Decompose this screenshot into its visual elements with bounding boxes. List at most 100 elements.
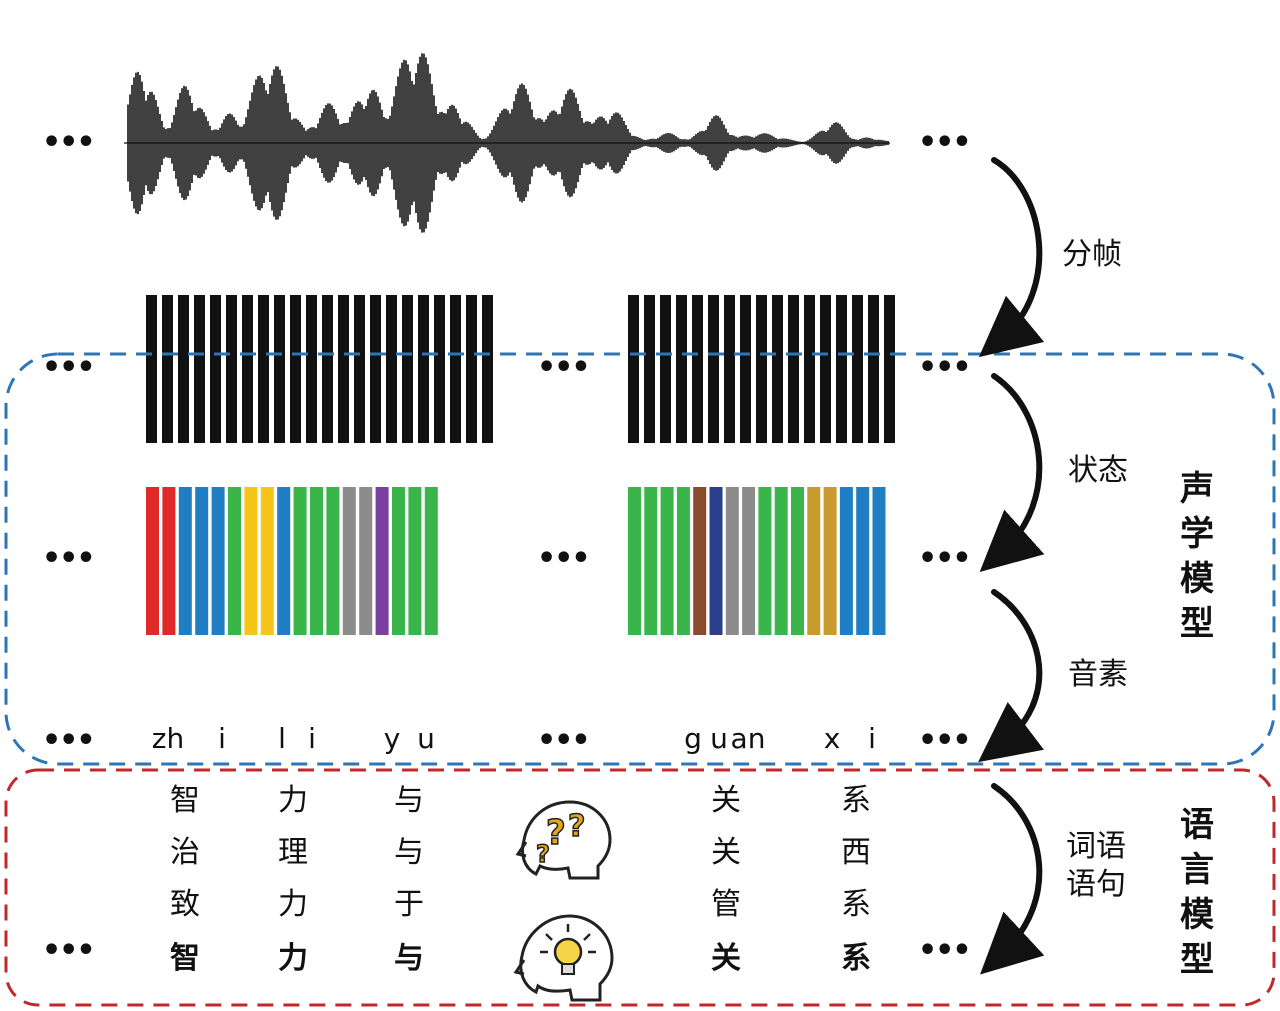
stage-label-phoneme: 音素: [1068, 657, 1128, 692]
bar: [839, 487, 853, 635]
candidate-char: 于: [394, 887, 424, 922]
ellipsis: •••: [537, 541, 589, 576]
bar: [628, 295, 639, 443]
ellipsis: •••: [918, 541, 970, 576]
phoneme-label: i: [308, 722, 316, 755]
candidate-char: 致: [170, 887, 200, 922]
phoneme-label: g: [684, 722, 702, 755]
bar: [692, 295, 703, 443]
model-label-char: 语: [1180, 805, 1214, 845]
bar: [466, 295, 477, 443]
bar: [226, 295, 237, 443]
svg-text:?: ?: [568, 809, 585, 844]
bar: [708, 295, 719, 443]
phoneme-label: u: [417, 722, 435, 755]
bar: [774, 487, 788, 635]
svg-text:?: ?: [536, 840, 550, 868]
bar: [852, 295, 863, 443]
arrow-icon: [978, 157, 1045, 358]
model-label-char: 声: [1180, 469, 1214, 509]
candidate-char: 治: [170, 835, 200, 870]
bar: [807, 487, 821, 635]
candidate-char: 关: [711, 835, 741, 870]
bar: [306, 295, 317, 443]
stage-label-state: 状态: [1068, 453, 1128, 488]
final-char: 系: [841, 941, 871, 976]
bar: [856, 487, 870, 635]
bar: [709, 487, 723, 635]
bar: [820, 295, 831, 443]
bar: [872, 487, 886, 635]
bar: [162, 295, 173, 443]
bar: [725, 487, 739, 635]
bar: [310, 487, 323, 635]
frame-bars-right: [628, 295, 895, 443]
candidate-char: 系: [841, 783, 871, 818]
frame-bars-left: [146, 295, 493, 443]
bar: [228, 487, 241, 635]
bar: [342, 487, 356, 635]
bar: [788, 295, 799, 443]
bar: [338, 295, 349, 443]
candidate-char: 力: [278, 783, 308, 818]
final-char: 关: [711, 941, 741, 976]
phoneme-label: l: [278, 722, 286, 755]
bar: [162, 487, 176, 635]
candidate-char: 智: [170, 783, 200, 818]
candidate-char: 管: [711, 887, 741, 922]
ellipsis: •••: [918, 933, 970, 968]
ellipsis: •••: [42, 723, 94, 758]
ellipsis: •••: [537, 350, 589, 385]
bar: [293, 487, 307, 635]
bar: [724, 295, 735, 443]
acoustic-model-box: [4, 352, 1276, 766]
bar: [660, 295, 671, 443]
bar: [211, 487, 225, 635]
bar: [644, 487, 658, 635]
bar: [195, 487, 209, 635]
bar: [290, 295, 301, 443]
candidate-char: 关: [711, 783, 741, 818]
bar: [660, 487, 674, 635]
bar: [178, 487, 192, 635]
candidate-char: 力: [278, 887, 308, 922]
bar: [450, 295, 461, 443]
final-char: 智: [170, 941, 200, 976]
ellipsis: •••: [42, 350, 94, 385]
bar: [884, 295, 895, 443]
bar: [354, 295, 365, 443]
state-bars-left: [146, 487, 438, 635]
bar: [868, 295, 879, 443]
bar: [386, 295, 397, 443]
bar: [758, 487, 772, 635]
confused-head-icon: ? ? ?: [515, 800, 612, 880]
bar: [676, 487, 690, 635]
bar: [823, 487, 837, 635]
bar: [418, 295, 429, 443]
phoneme-label: y: [384, 722, 401, 755]
bar: [402, 295, 413, 443]
bar: [742, 487, 756, 635]
language-model-box: [4, 768, 1276, 1007]
ellipsis-group: ••• ••• ••• ••• ••• ••• ••• ••• ••• ••• …: [42, 125, 972, 968]
bar: [274, 295, 285, 443]
bar: [392, 487, 405, 635]
stage-arrows: [978, 157, 1045, 975]
bar: [277, 487, 291, 635]
ellipsis: •••: [42, 541, 94, 576]
final-char: 与: [394, 941, 424, 976]
bar: [242, 295, 253, 443]
bar: [260, 487, 274, 635]
model-label-char: 言: [1180, 850, 1214, 890]
bar: [178, 295, 189, 443]
bar: [210, 295, 221, 443]
bar: [146, 487, 159, 635]
stage-label-framing: 分帧: [1062, 237, 1122, 272]
model-label-char: 型: [1180, 604, 1214, 644]
bar: [756, 295, 767, 443]
